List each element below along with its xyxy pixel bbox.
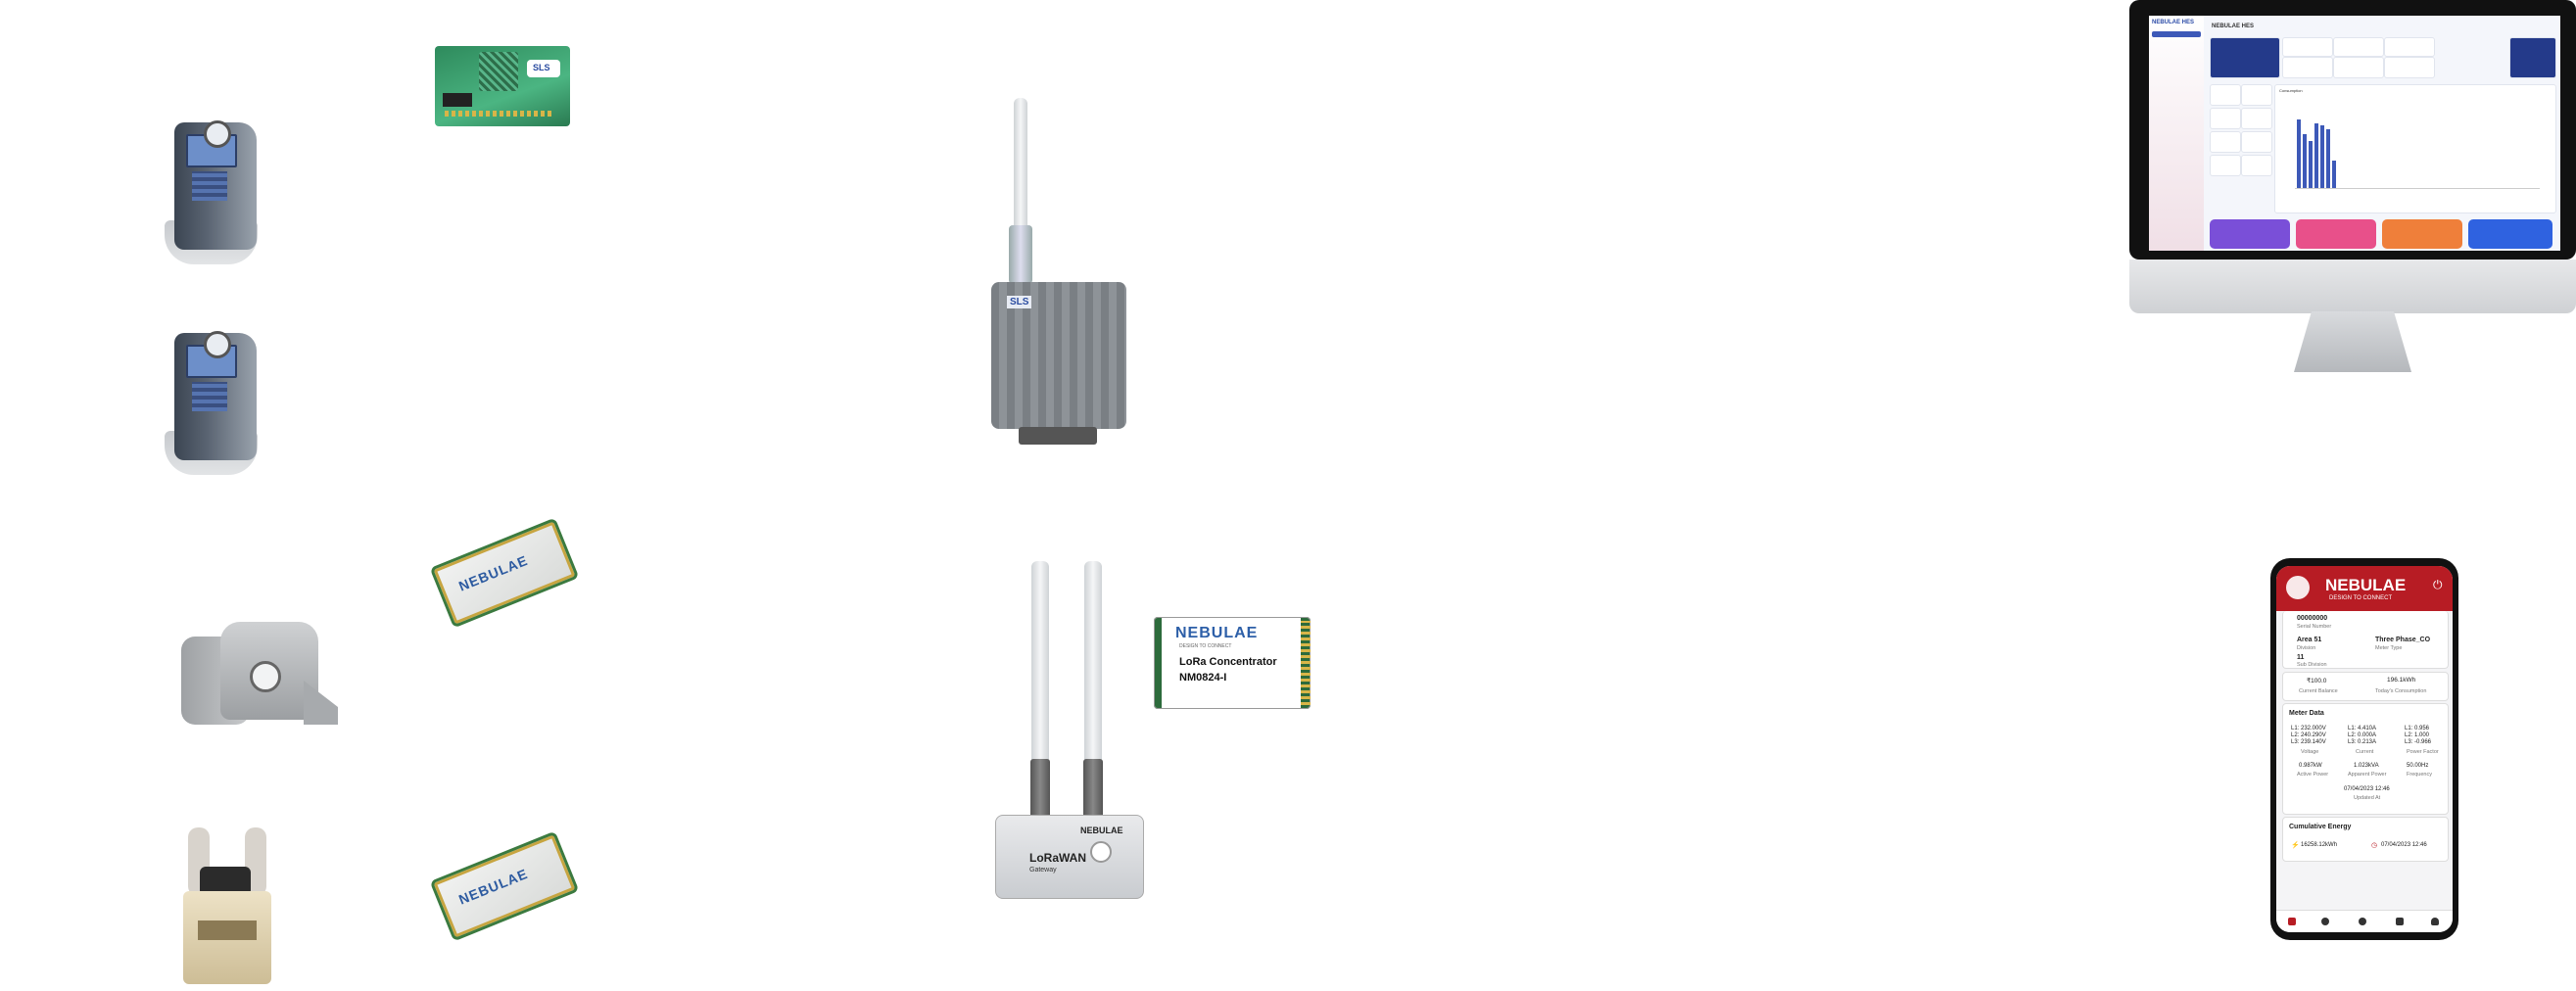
module-brand-1: NEBULAE <box>455 551 531 594</box>
division-label: Division <box>2297 645 2316 651</box>
phone-screen: NEBULAE DESIGN TO CONNECT ⏻ 00000000 Ser… <box>2276 566 2453 932</box>
lorawan-gateway: NEBULAE LoRaWAN Gateway <box>995 815 1144 899</box>
current-l3: L3: 0.213A <box>2348 739 2377 745</box>
electric-meter-2 <box>157 323 258 480</box>
meter-details-card <box>2210 37 2280 78</box>
serial-label: Serial Number <box>2297 624 2332 630</box>
balance-label: Current Balance <box>2299 688 2338 694</box>
consumption-bars <box>2295 105 2540 189</box>
consumption-title: Consumption <box>2279 88 2303 93</box>
lorawan-antenna-left <box>1031 561 1049 806</box>
lorawan-sublabel: Gateway <box>1029 867 1057 873</box>
subdivision-label: Sub Division <box>2297 662 2327 668</box>
phone-tagline: DESIGN TO CONNECT <box>2329 595 2393 601</box>
pcb-module: SLS <box>435 46 570 126</box>
lorawan-antenna-right <box>1084 561 1102 806</box>
electric-meter-1 <box>157 113 258 269</box>
frequency-label: Frequency <box>2407 772 2432 778</box>
pf-l1: L1: 0.956 <box>2405 726 2430 731</box>
meter-data-card: Meter Data L1: 232.000V L2: 240.290V L3:… <box>2282 703 2449 815</box>
cumulative-card: Cumulative Energy ⚡ 16258.12kWh ◷ 07/04/… <box>2282 817 2449 862</box>
lorawan-label: LoRaWAN <box>1029 851 1086 865</box>
apparent-power-value: 1.023kVA <box>2354 763 2379 769</box>
cumulative-value: 16258.12kWh <box>2301 842 2338 848</box>
monitor-stand <box>2294 311 2411 372</box>
gateway-box-logo: SLS <box>1007 296 1032 308</box>
water-meter <box>181 622 338 730</box>
gateway-antenna-base <box>1009 225 1032 284</box>
meter-type-label: Meter Type <box>2375 645 2403 651</box>
settings-icon[interactable] <box>2359 918 2366 925</box>
frequency-value: 50.00Hz <box>2407 763 2429 769</box>
home-icon[interactable] <box>2288 918 2296 925</box>
balance-card: ₹100.0 Current Balance 196.1kWh Today's … <box>2282 672 2449 701</box>
dash-button-orange[interactable] <box>2382 219 2462 249</box>
bottom-nav <box>2276 910 2453 932</box>
dash-button-blue[interactable] <box>2468 219 2552 249</box>
active-power-value: 0.987kW <box>2299 763 2322 769</box>
current-label: Current <box>2356 749 2374 755</box>
help-icon[interactable] <box>2321 918 2329 925</box>
apparent-power-label: Apparent Power <box>2348 772 2387 778</box>
clock-icon: ◷ <box>2371 842 2378 849</box>
updated-label: Updated At <box>2354 795 2381 801</box>
voltage-l2: L2: 240.290V <box>2291 732 2326 738</box>
voltage-l3: L3: 239.140V <box>2291 739 2326 745</box>
energy-icon: ⚡ <box>2291 842 2300 849</box>
dash-button-purple[interactable] <box>2210 219 2290 249</box>
chart-icon[interactable] <box>2396 918 2404 925</box>
division-value: Area 51 <box>2297 637 2322 643</box>
gas-meter <box>178 827 276 989</box>
card-brand: NEBULAE <box>1175 625 1259 641</box>
power-icon[interactable]: ⏻ <box>2433 578 2443 591</box>
nebulae-module-2: NEBULAE <box>429 830 580 942</box>
dash-button-pink[interactable] <box>2296 219 2376 249</box>
card-line2: NM0824-I <box>1179 672 1227 684</box>
pf-l2: L2: 1.000 <box>2405 732 2430 738</box>
meter-type-value: Three Phase_CO <box>2375 637 2431 643</box>
cumulative-title: Cumulative Energy <box>2289 824 2352 830</box>
monitor-chin <box>2129 260 2576 313</box>
subdivision-value: 11 <box>2297 654 2305 661</box>
voltage-label: Voltage <box>2301 749 2319 755</box>
voltage-l1: L1: 232.000V <box>2291 726 2326 731</box>
serial-card: 00000000 Serial Number Area 51 Division … <box>2282 611 2449 669</box>
phone-brand: NEBULAE <box>2325 576 2407 594</box>
card-tagline: DESIGN TO CONNECT <box>1179 643 1232 649</box>
active-power-label: Active Power <box>2297 772 2329 778</box>
current-l1: L1: 4.410A <box>2348 726 2377 731</box>
meter-data-title: Meter Data <box>2289 710 2324 717</box>
avatar-icon <box>2286 576 2310 599</box>
outdoor-gateway: SLS <box>991 282 1126 429</box>
pf-label: Power Factor <box>2407 749 2439 755</box>
phone-header: NEBULAE DESIGN TO CONNECT ⏻ <box>2276 566 2453 611</box>
pf-l3: L3: -0.966 <box>2405 739 2432 745</box>
serial-value: 00000000 <box>2297 615 2328 622</box>
module-brand-2: NEBULAE <box>455 865 531 908</box>
today-label: Today's Consumption <box>2375 688 2427 694</box>
updated-value: 07/04/2023 12:46 <box>2344 786 2390 792</box>
sidebar: NEBULAE HES <box>2149 16 2204 251</box>
card-line1: LoRa Concentrator <box>1179 656 1277 668</box>
quick-actions-card <box>2509 37 2556 78</box>
dashboard-logo: NEBULAE HES <box>2152 20 2195 25</box>
today-value: 196.1kWh <box>2387 677 2416 684</box>
cumulative-time: 07/04/2023 12:46 <box>2381 842 2427 848</box>
lorawan-brand: NEBULAE <box>1080 826 1123 835</box>
current-l2: L2: 0.000A <box>2348 732 2377 738</box>
profile-icon[interactable] <box>2431 918 2439 925</box>
lora-concentrator-card: NEBULAE DESIGN TO CONNECT LoRa Concentra… <box>1154 617 1311 709</box>
balance-value: ₹100.0 <box>2307 678 2327 684</box>
consumption-card: Consumption <box>2274 84 2556 213</box>
dashboard-title: NEBULAE HES <box>2212 24 2255 29</box>
nebulae-module-1: NEBULAE <box>429 517 580 629</box>
dashboard-screen: NEBULAE HES NEBULAE HES Consumption <box>2149 16 2560 251</box>
pcb-logo: SLS <box>533 63 550 72</box>
